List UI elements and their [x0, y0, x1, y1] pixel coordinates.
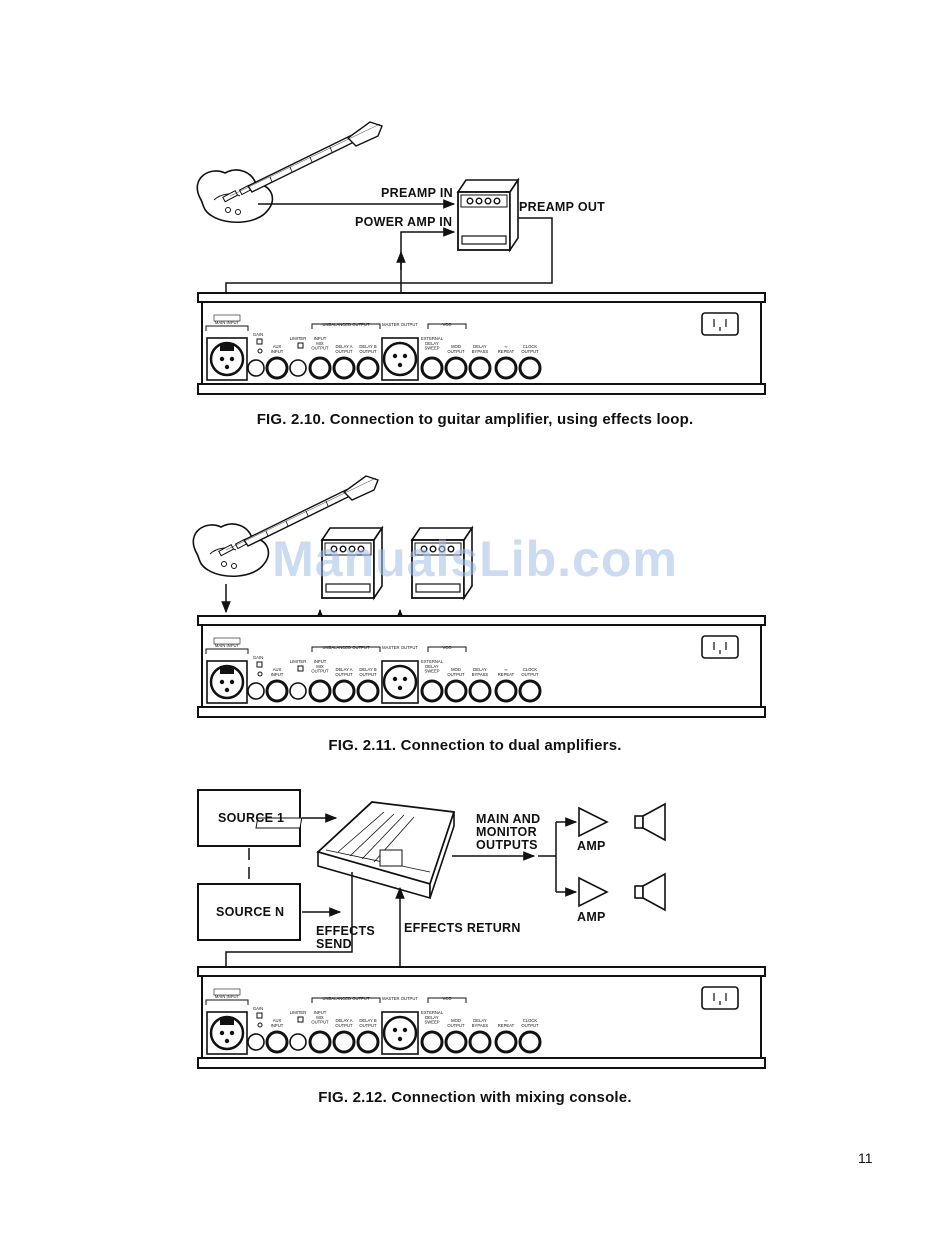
panel-vco: VCO: [442, 645, 452, 650]
panel-unbalanced-output: UNBALANCED OUTPUT: [323, 645, 370, 650]
preamp-out-label: PREAMP OUT: [519, 200, 606, 214]
fig-2-10-caption: FIG. 2.10. Connection to guitar amplifie…: [256, 411, 694, 428]
panel-master-output: MASTER OUTPUT: [382, 645, 418, 650]
panel-limiter: LIMITER: [290, 336, 307, 341]
main-monitor-label-1: MAIN AND: [476, 812, 541, 826]
panel-repeat: ∞REPEAT: [498, 344, 515, 354]
main-monitor-label-3: OUTPUTS: [476, 838, 538, 852]
panel-master-output: MASTER OUTPUT: [382, 996, 418, 1001]
main-monitor-label-2: MONITOR: [476, 825, 537, 839]
panel-unbalanced-output: UNBALANCED OUTPUT: [323, 322, 370, 327]
panel-limiter: LIMITER: [290, 1010, 307, 1015]
source-n-label: SOURCE N: [216, 905, 285, 919]
panel-gain: GAIN: [253, 655, 263, 660]
panel-gain: GAIN: [253, 332, 263, 337]
effects-send-label-1: EFFECTS: [316, 924, 376, 938]
page-number: 11: [858, 1150, 873, 1166]
panel-limiter: LIMITER: [290, 659, 307, 664]
watermark: ManualsLib.com: [272, 531, 678, 587]
panel-vco: VCO: [442, 322, 452, 327]
panel-main-input: MAIN INPUT: [215, 994, 240, 999]
source-1-label: SOURCE 1: [218, 811, 285, 825]
panel-main-input: MAIN INPUT: [215, 320, 240, 325]
fig-2-12-caption: FIG. 2.12. Connection with mixing consol…: [318, 1089, 632, 1106]
panel-repeat: ∞REPEAT: [498, 1018, 515, 1028]
panel-repeat: ∞REPEAT: [498, 667, 515, 677]
source-n-box: [197, 883, 301, 941]
fig-2-11: [192, 475, 767, 719]
amp-label-1: AMP: [577, 839, 606, 853]
panel-master-output: MASTER OUTPUT: [382, 322, 418, 327]
panel-main-input: MAIN INPUT: [215, 643, 240, 648]
panel-vco: VCO: [442, 996, 452, 1001]
panel-gain: GAIN: [253, 1006, 263, 1011]
effects-return-label: EFFECTS RETURN: [404, 921, 521, 935]
effects-send-label-2: SEND: [316, 937, 352, 951]
fig-2-12: [196, 789, 767, 1070]
amp-label-2: AMP: [577, 910, 606, 924]
panel-unbalanced-output: UNBALANCED OUTPUT: [323, 996, 370, 1001]
mixing-console: [255, 801, 456, 900]
preamp-in-label: PREAMP IN: [381, 186, 453, 200]
power-amp-in-label: POWER AMP IN: [355, 215, 453, 229]
fig-2-11-caption: FIG. 2.11. Connection to dual amplifiers…: [328, 737, 622, 754]
fig-2-10: [196, 121, 767, 396]
